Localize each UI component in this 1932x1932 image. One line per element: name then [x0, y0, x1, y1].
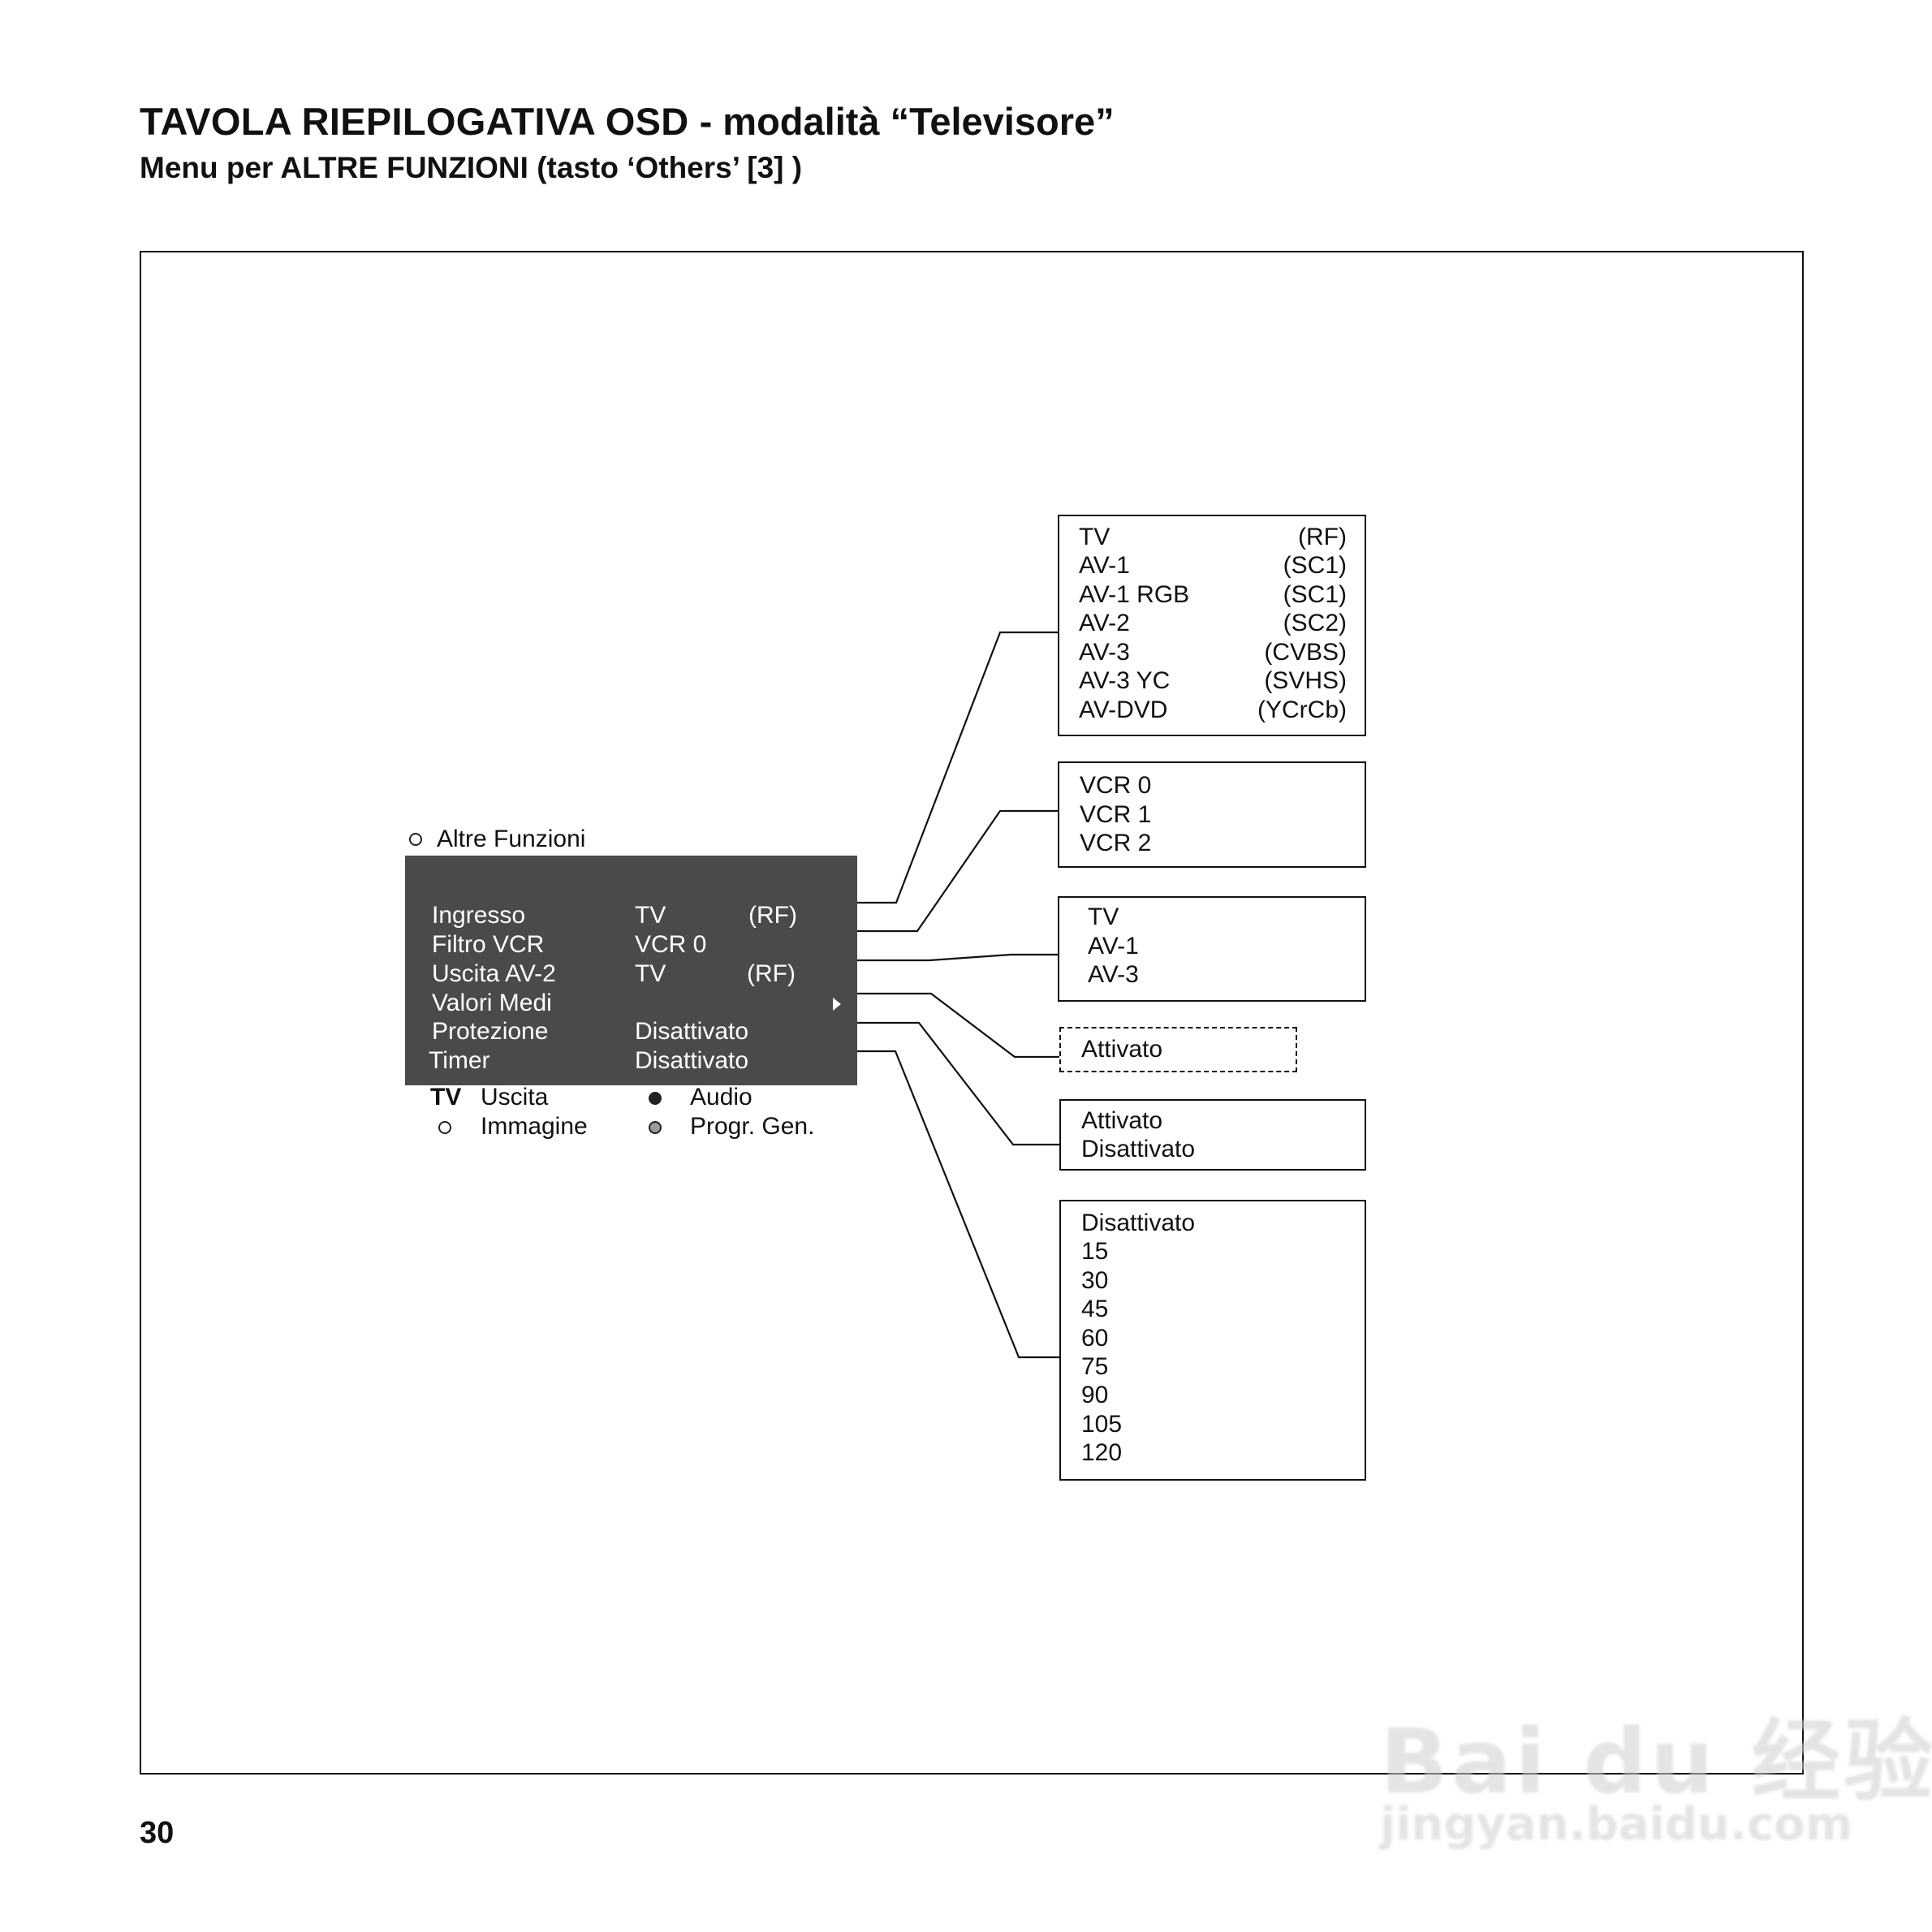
option-tag: (SVHS) — [1264, 667, 1347, 694]
grey-circle-icon — [649, 1121, 662, 1138]
option-tag: (SC2) — [1283, 610, 1347, 636]
connector-uscita — [808, 953, 1070, 962]
osd-row-extra: (RF) — [747, 960, 796, 987]
circle-icon — [409, 833, 422, 846]
circle-icon — [438, 1121, 451, 1138]
legend-tv: TV — [430, 1084, 462, 1110]
option-item[interactable]: 15 — [1081, 1238, 1109, 1265]
option-item[interactable]: 45 — [1081, 1296, 1109, 1322]
option-item[interactable]: VCR 1 — [1080, 801, 1152, 828]
option-item[interactable]: Attivato — [1081, 1036, 1163, 1063]
osd-row-label: Timer — [429, 1047, 490, 1074]
watermark: Bai du 经验 jingyan.baidu.com — [1380, 1656, 1932, 1875]
option-name[interactable]: AV-DVD — [1079, 696, 1168, 723]
option-tag: (SC1) — [1283, 581, 1347, 608]
option-tag: (RF) — [1298, 524, 1347, 550]
options-box-protezione: Attivato Disattivato — [1059, 1099, 1366, 1171]
osd-row-uscita[interactable]: Uscita AV-2 TV (RF) — [405, 960, 857, 990]
option-item[interactable]: TV — [1088, 903, 1119, 930]
osd-row-label: Filtro VCR — [432, 931, 545, 958]
options-box-ingresso: TV (RF) AV-1 (SC1) AV-1 RGB (SC1) AV-2 (… — [1058, 515, 1366, 736]
option-name[interactable]: AV-1 RGB — [1079, 581, 1190, 608]
options-box-valori-medi: Attivato — [1059, 1027, 1297, 1072]
option-item[interactable]: Disattivato — [1081, 1136, 1196, 1162]
osd-row-protezione[interactable]: Protezione Disattivato — [405, 1018, 857, 1047]
page-number: 30 — [140, 1816, 175, 1850]
osd-row-timer[interactable]: Timer Disattivato — [405, 1047, 857, 1076]
osd-row-label: Uscita AV-2 — [432, 960, 556, 987]
legend-immagine: Immagine — [481, 1113, 588, 1140]
osd-row-value: Disattivato — [635, 1047, 749, 1074]
watermark-url: jingyan.baidu.com — [1380, 1798, 1853, 1851]
osd-row-value: TV — [635, 960, 666, 987]
legend-uscita: Uscita — [481, 1084, 549, 1110]
page-subtitle: Menu per ALTRE FUNZIONI (tasto ‘Others’ … — [140, 151, 803, 184]
option-name[interactable]: AV-2 — [1079, 610, 1130, 636]
options-box-timer: Disattivato 15 30 45 60 75 90 105 120 — [1059, 1200, 1366, 1481]
submenu-arrow-icon — [833, 998, 841, 1011]
osd-heading-label: Altre Funzioni — [437, 826, 586, 852]
options-box-uscita: TV AV-1 AV-3 — [1058, 896, 1366, 1002]
option-item[interactable]: VCR 0 — [1080, 772, 1152, 799]
osd-row-label: Protezione — [432, 1018, 549, 1045]
option-item[interactable]: AV-3 — [1088, 961, 1139, 988]
option-name[interactable]: AV-3 — [1079, 639, 1130, 666]
legend-progr-gen: Progr. Gen. — [690, 1113, 815, 1140]
osd-row-valori-medi[interactable]: Valori Medi — [405, 990, 857, 1019]
options-box-filtro-vcr: VCR 0 VCR 1 VCR 2 — [1058, 761, 1366, 868]
option-item[interactable]: VCR 2 — [1080, 830, 1152, 856]
connector-timer — [757, 1050, 1070, 1359]
option-item[interactable]: 60 — [1081, 1325, 1109, 1352]
osd-row-value: TV — [635, 902, 666, 929]
legend-audio: Audio — [690, 1084, 753, 1110]
option-item[interactable]: 75 — [1081, 1353, 1109, 1380]
filled-circle-icon — [649, 1092, 662, 1109]
osd-menu-panel: Ingresso TV (RF) Filtro VCR VCR 0 Uscita… — [405, 856, 857, 1085]
option-item[interactable]: 90 — [1081, 1382, 1109, 1408]
osd-row-value: VCR 0 — [635, 931, 707, 958]
watermark-brand: Bai du 经验 — [1380, 1710, 1932, 1813]
option-item[interactable]: 105 — [1081, 1411, 1123, 1438]
option-item[interactable]: 120 — [1081, 1439, 1123, 1466]
option-tag: (SC1) — [1283, 552, 1347, 579]
osd-row-filtro-vcr[interactable]: Filtro VCR VCR 0 — [405, 931, 857, 960]
osd-row-label: Valori Medi — [432, 990, 552, 1016]
osd-row-label: Ingresso — [432, 902, 526, 929]
osd-row-value: Disattivato — [635, 1018, 749, 1045]
option-item[interactable]: AV-1 — [1088, 933, 1139, 960]
osd-row-extra: (RF) — [748, 902, 797, 929]
page-title-rest: - modalità “Televisore” — [699, 100, 1115, 143]
option-tag: (YCrCb) — [1257, 696, 1347, 723]
diagram-frame — [140, 251, 1804, 1775]
page-title: TAVOLA RIEPILOGATIVA OSD - modalità “Tel… — [140, 99, 1115, 144]
osd-row-ingresso[interactable]: Ingresso TV (RF) — [405, 902, 857, 931]
connector-valori-medi — [855, 992, 1070, 1059]
option-name[interactable]: TV — [1079, 524, 1110, 550]
osd-heading: Altre Funzioni — [409, 826, 585, 853]
option-item[interactable]: 30 — [1081, 1267, 1109, 1294]
option-name[interactable]: AV-3 YC — [1079, 667, 1171, 694]
option-item[interactable]: Disattivato — [1081, 1210, 1196, 1236]
option-name[interactable]: AV-1 — [1079, 552, 1130, 579]
page-title-bold: TAVOLA RIEPILOGATIVA OSD — [140, 100, 689, 143]
option-item[interactable]: Attivato — [1081, 1107, 1163, 1134]
option-tag: (CVBS) — [1264, 639, 1347, 666]
